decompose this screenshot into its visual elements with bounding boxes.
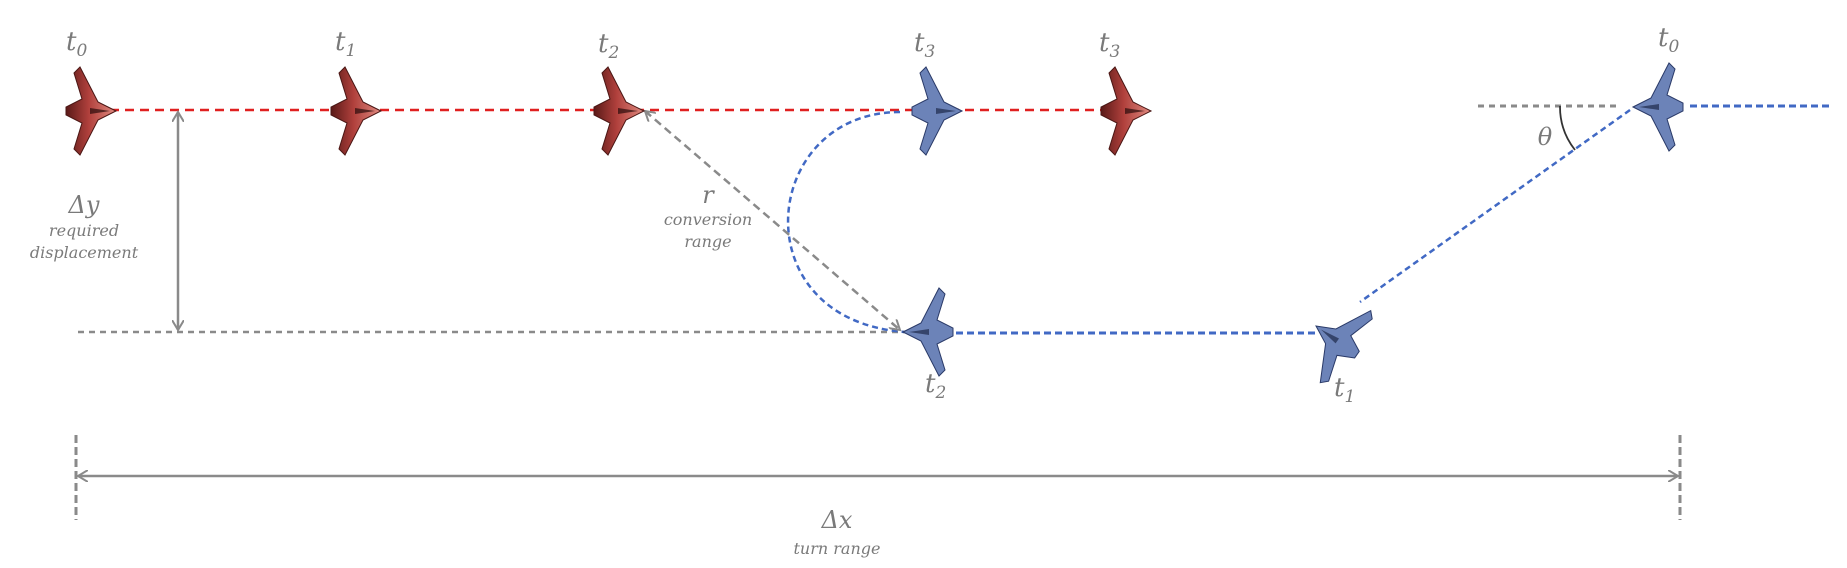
red-t2-label: t2 [598,29,619,63]
blue-aircraft-icon [911,66,964,156]
r-desc-line1: conversion [664,210,752,229]
dy-desc-line2: displacement [30,243,139,262]
red-aircraft-icon [593,66,646,156]
blue-diagonal-path [1359,108,1631,304]
red-aircraft-icon [330,66,383,156]
blue-aircraft-icon [901,287,954,377]
blue-aircraft-icon [1315,309,1373,384]
dy-symbol: Δy [68,191,100,219]
dx-symbol: Δx [821,506,853,534]
red-t3-label: t3 [1099,28,1120,62]
conversion-range-arrow [645,111,900,330]
dx-desc: turn range [794,539,881,558]
dy-desc-line1: required [49,221,119,240]
red-t1-label: t1 [335,27,356,61]
red-aircraft-icon [1100,66,1153,156]
r-desc-line2: range [684,232,731,251]
blue-t0-label: t0 [1658,23,1679,57]
red-aircraft-icon [65,66,118,156]
blue-aircraft-icon [1631,62,1684,152]
r-symbol: r [702,181,715,209]
blue-t3-label: t3 [914,28,935,62]
theta-symbol: θ [1538,123,1553,151]
red-t0-label: t0 [66,27,87,61]
blue-t2-label: t2 [925,369,946,403]
theta-angle-arc [1559,105,1576,151]
blue-t1-label: t1 [1334,373,1355,407]
blue-turn-arc [786,110,906,334]
